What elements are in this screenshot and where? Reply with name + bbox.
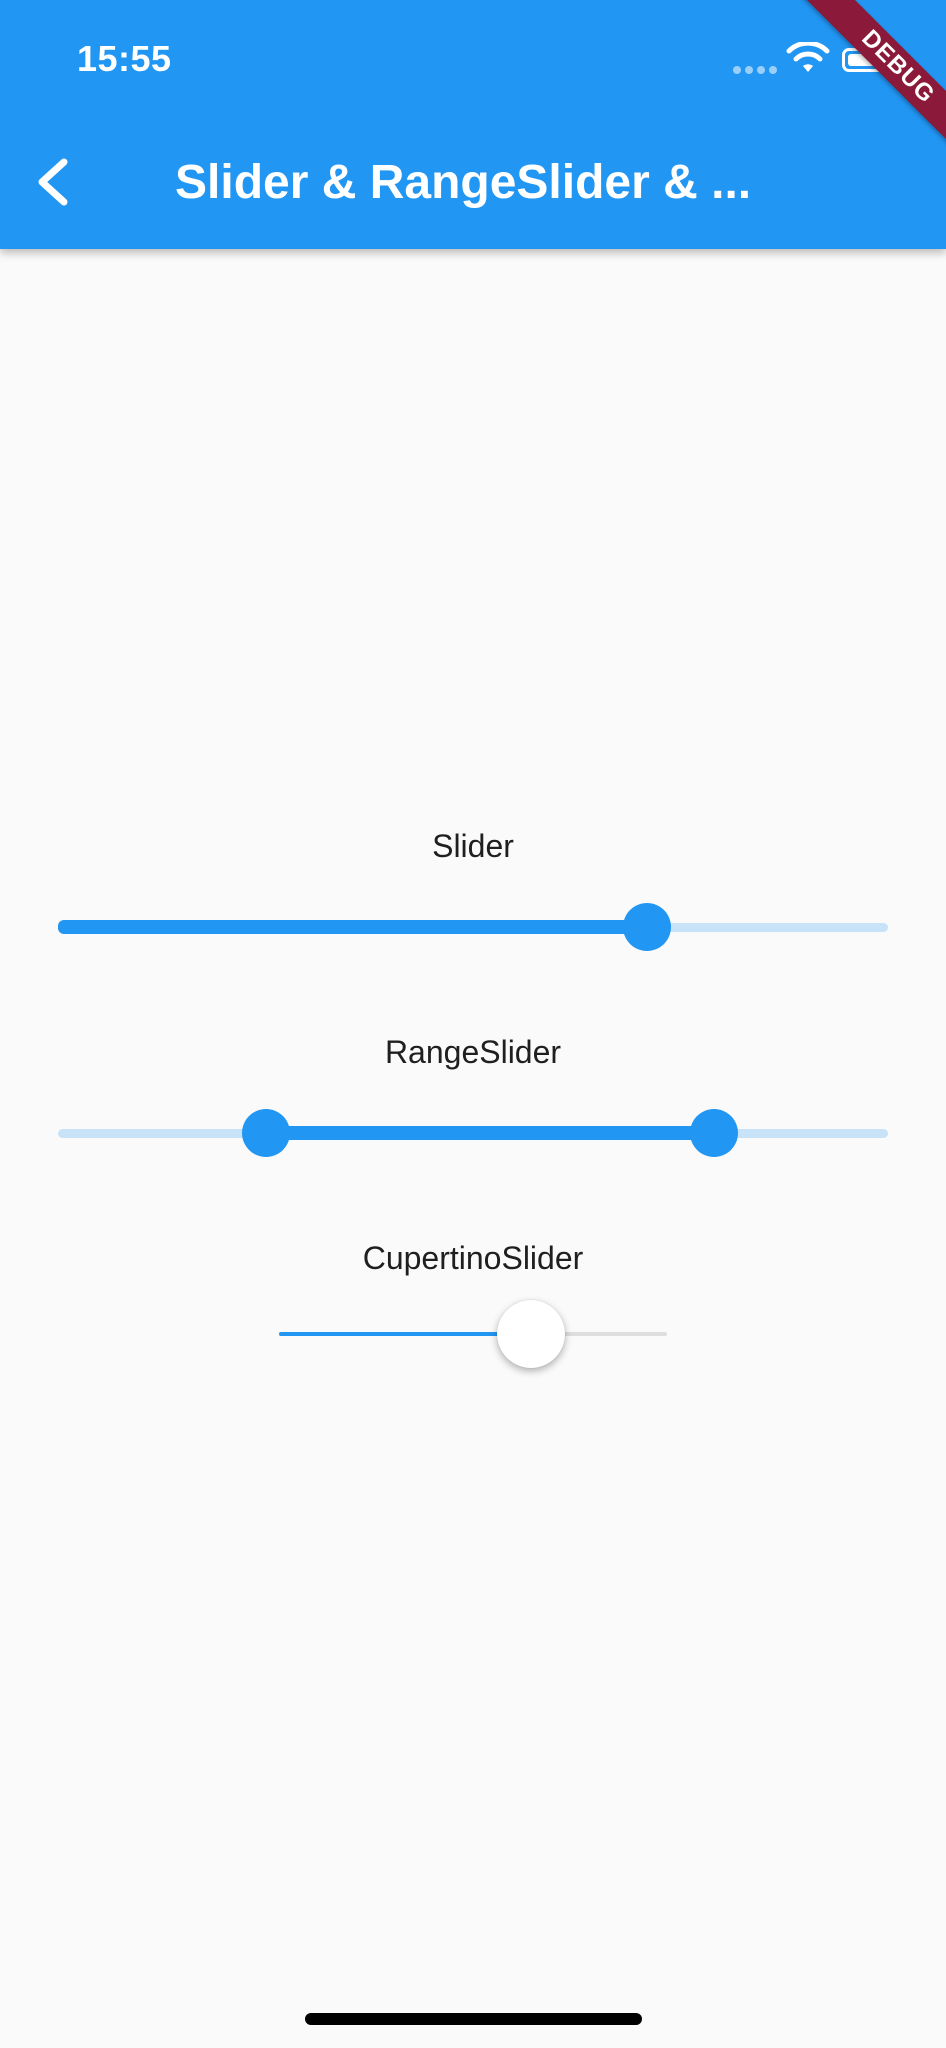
debug-banner-label: DEBUG	[801, 0, 946, 164]
page-title: Slider & RangeSlider & ...	[175, 156, 752, 209]
cupertino-slider-active-track[interactable]	[279, 1332, 532, 1336]
range-slider-active-track[interactable]	[265, 1126, 714, 1140]
back-button[interactable]	[28, 150, 84, 214]
range-slider-end-thumb[interactable]	[689, 1109, 738, 1157]
slider-label: Slider	[432, 828, 514, 864]
wifi-icon	[786, 42, 830, 72]
slider-active-track[interactable]	[58, 920, 648, 934]
slider-thumb[interactable]	[623, 903, 672, 951]
range-slider-start-thumb[interactable]	[241, 1109, 290, 1157]
chevron-left-icon	[38, 158, 68, 206]
cupertino-slider-thumb[interactable]	[497, 1300, 566, 1368]
cupertino-slider-label: CupertinoSlider	[362, 1240, 584, 1276]
app-bar: 15:55 Slider & RangeSlider & ...	[0, 0, 946, 249]
cellular-signal-icon	[733, 66, 777, 74]
status-time: 15:55	[77, 38, 172, 79]
debug-banner: DEBUG	[746, 0, 946, 200]
home-indicator[interactable]	[305, 2013, 642, 2025]
range-slider-label: RangeSlider	[384, 1034, 562, 1070]
